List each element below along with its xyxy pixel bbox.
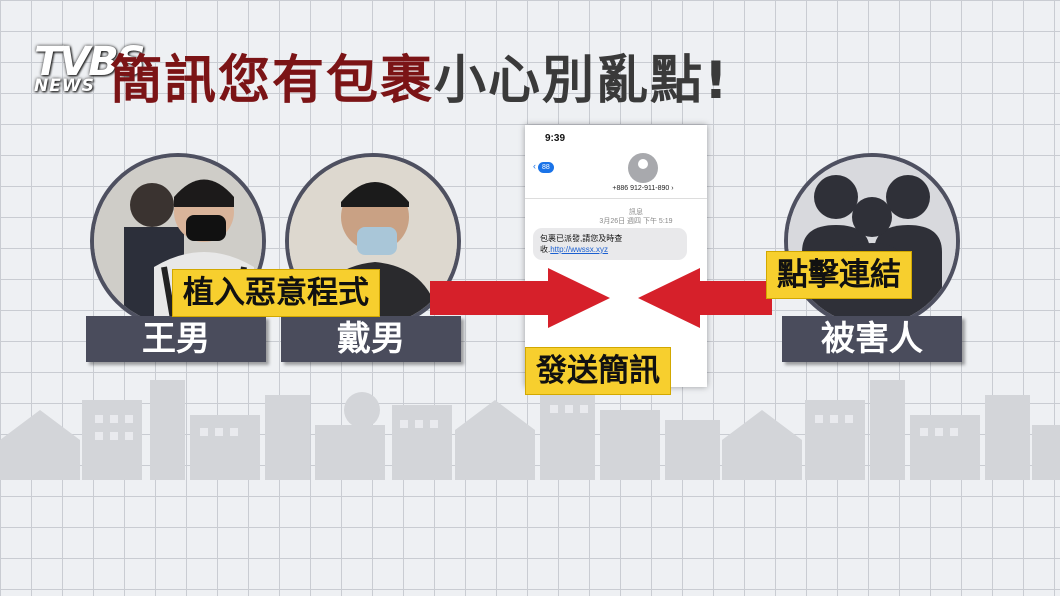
- sms-message-text: 包裹已派發,請您及時查收.: [540, 234, 623, 254]
- arrow-left-icon: [638, 268, 772, 328]
- sms-phishing-link[interactable]: http://wwssx.xyz: [550, 245, 609, 254]
- victim-silhouette-icon: [784, 153, 960, 329]
- message-kind: 訊息: [629, 209, 643, 216]
- sender-number[interactable]: +886 912-911-890 ›: [612, 185, 674, 192]
- header-divider: [525, 198, 707, 199]
- headline-part2: 小心別亂點!: [434, 51, 730, 111]
- label-click-link: 點擊連結: [766, 251, 912, 299]
- tvbs-news-logo: TVBS NEWS: [34, 39, 146, 96]
- back-button[interactable]: ‹88: [533, 161, 554, 173]
- label-malware: 植入惡意程式: [172, 269, 380, 317]
- name-plate-dai: 戴男: [281, 316, 461, 362]
- city-skyline-decoration: [0, 380, 1060, 480]
- arrow-right-icon: [430, 268, 610, 328]
- contact-avatar-icon: [628, 153, 658, 183]
- message-date: 3月26日 週四 下午 5:19: [599, 218, 673, 225]
- headline: 簡訊您有包裹小心別亂點!: [110, 38, 730, 113]
- label-send-sms: 發送簡訊: [525, 347, 671, 395]
- unread-badge: 88: [538, 162, 554, 173]
- name-plate-wang: 王男: [86, 316, 266, 362]
- sms-phone-screenshot: 9:39 ‹88 +886 912-911-890 › 訊息 3月26日 週四 …: [525, 125, 707, 387]
- sms-message-bubble: 包裹已派發,請您及時查收.http://wwssx.xyz: [533, 228, 687, 260]
- phone-status-time: 9:39: [545, 133, 566, 144]
- name-plate-victim: 被害人: [782, 316, 962, 362]
- headline-part1: 簡訊您有包裹: [110, 51, 435, 111]
